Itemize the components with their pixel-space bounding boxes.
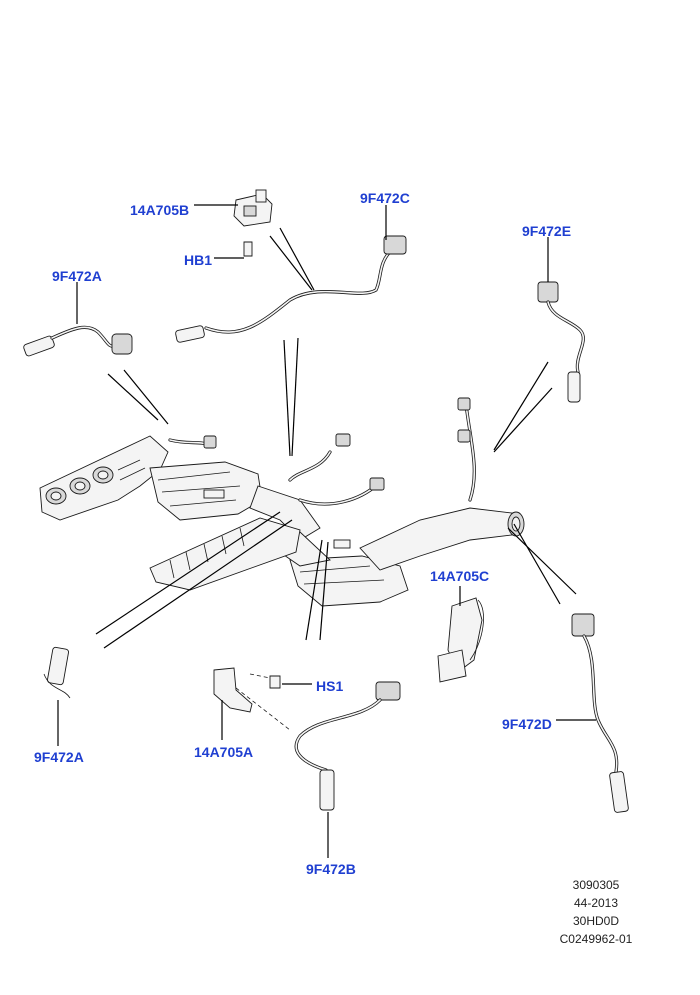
leader-lines [57, 204, 596, 858]
sensor-9f472c-drawing [175, 235, 407, 343]
bracket-14a705c-drawing [437, 597, 484, 683]
sensor-9f472e-drawing [537, 281, 585, 403]
callout-14a705c[interactable]: 14A705C [430, 568, 490, 584]
sensor-9f472b-drawing [294, 681, 401, 811]
exhaust-assembly [39, 397, 525, 607]
callout-9f472c[interactable]: 9F472C [360, 190, 410, 206]
callout-9f472d[interactable]: 9F472D [502, 716, 552, 732]
bracket-14a705a-drawing [213, 667, 291, 731]
callout-9f472e[interactable]: 9F472E [522, 223, 572, 239]
callout-hs1[interactable]: HS1 [316, 678, 344, 694]
callout-9f472a-bottom[interactable]: 9F472A [34, 749, 84, 765]
reference-line-4: C0249962-01 [559, 932, 633, 946]
callout-hb1[interactable]: HB1 [184, 252, 213, 268]
sensor-9f472a-bottom-drawing [43, 646, 71, 699]
bracket-14a705b-drawing [233, 189, 273, 257]
callout-9f472b[interactable]: 9F472B [306, 861, 356, 877]
sensor-9f472d-drawing [571, 613, 629, 813]
sensor-9f472a-top-drawing [23, 325, 133, 357]
callout-14a705b[interactable]: 14A705B [130, 202, 190, 218]
reference-line-3: 30HD0D [572, 914, 620, 928]
reference-line-2: 44-2013 [573, 896, 619, 910]
reference-line-1: 3090305 [572, 878, 620, 892]
callout-9f472a-top[interactable]: 9F472A [52, 268, 102, 284]
callout-14a705a[interactable]: 14A705A [194, 744, 254, 760]
